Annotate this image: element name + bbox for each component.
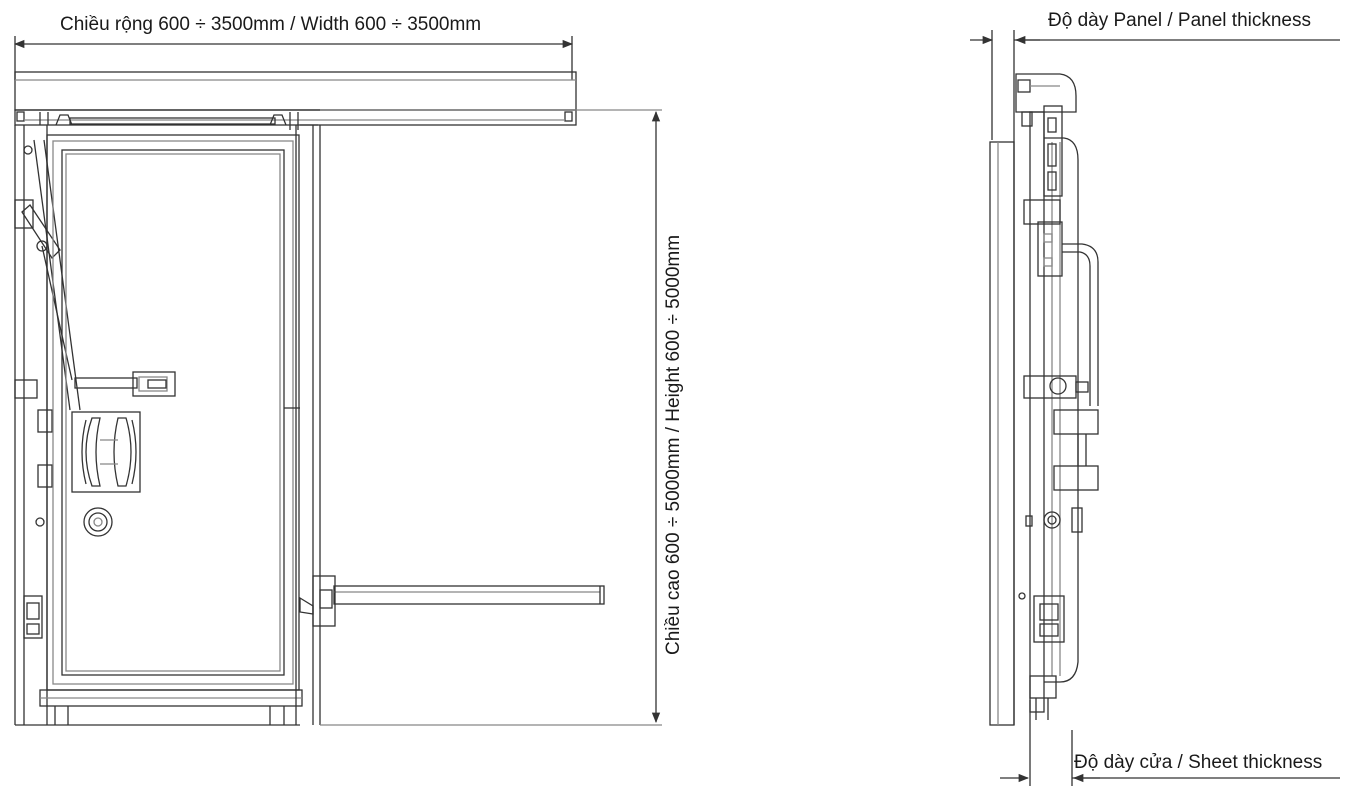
top-rail: [14, 71, 577, 126]
lock-side: [1018, 507, 1083, 600]
closer-arm: [21, 139, 81, 411]
door-lock: [83, 507, 113, 537]
sheet-thickness-label: Độ dày cửa / Sheet thickness: [1074, 752, 1323, 773]
hanger-bracket: [1043, 105, 1063, 197]
hanger-brackets: [39, 112, 299, 130]
door-leaf: [15, 134, 303, 726]
track-profile: [1015, 73, 1077, 127]
pull-handle-plate: [71, 411, 141, 493]
width-dimension-line: [13, 36, 574, 80]
panel-thickness-label: Độ dày Panel / Panel thickness: [1048, 10, 1311, 31]
right-post: [284, 124, 321, 725]
sheet-thickness-dimension: [1000, 700, 1340, 786]
guide-bar: [299, 575, 605, 627]
front-view: [13, 36, 662, 726]
width-label: Chiều rộng 600 ÷ 3500mm / Width 600 ÷ 35…: [60, 14, 482, 35]
height-dimension-line: [320, 109, 662, 726]
wall-panel: [989, 141, 1015, 726]
panel-thickness-dimension: [970, 30, 1340, 725]
height-label: Chiều cao 600 ÷ 5000mm / Height 600 ÷ 50…: [663, 234, 684, 655]
side-view: [970, 30, 1340, 786]
pull-handle-side: [1023, 243, 1099, 406]
handle-bar: [74, 371, 176, 397]
latch-brackets: [1053, 409, 1099, 491]
bottom-lock-box: [1029, 595, 1065, 720]
hinge-block: [1023, 199, 1063, 277]
door-sheet: [1029, 111, 1079, 713]
